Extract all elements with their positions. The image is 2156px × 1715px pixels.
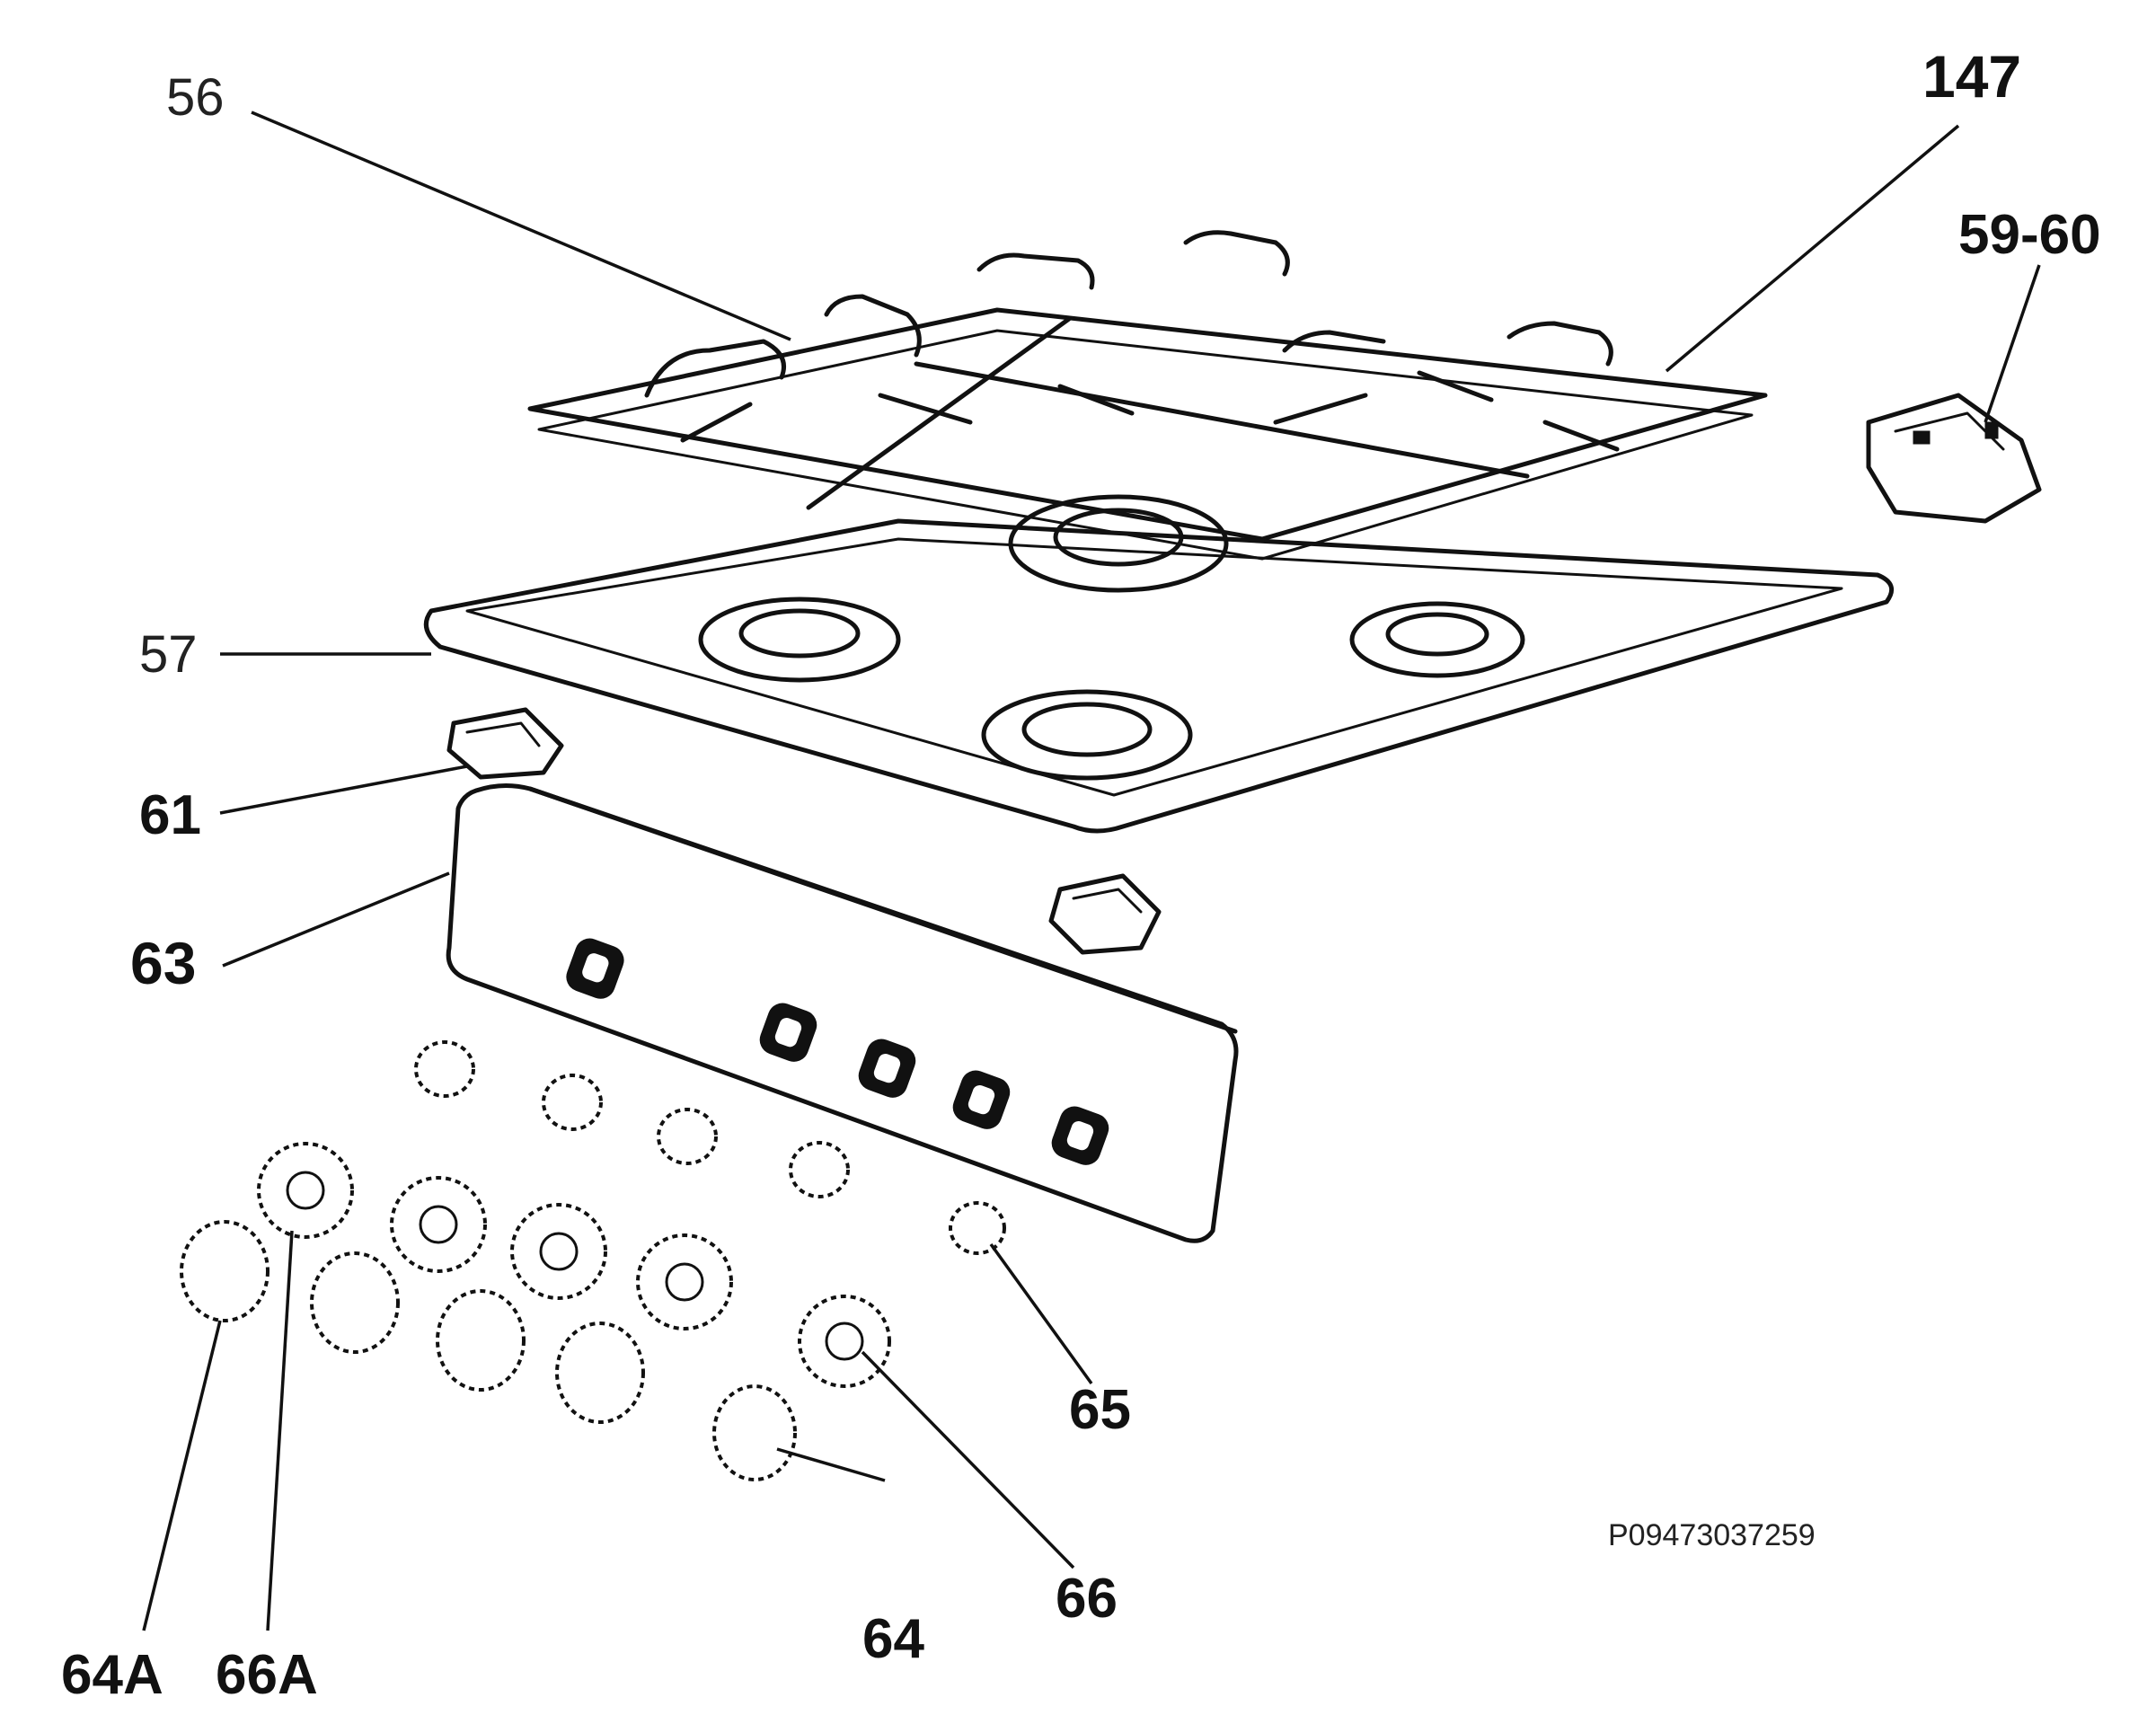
burner-rear-left	[698, 597, 901, 683]
burner-center	[1008, 494, 1229, 593]
label-57: 57	[139, 625, 198, 684]
clip-61	[446, 707, 564, 780]
label-66: 66	[1056, 1568, 1118, 1630]
panel-hole-3	[858, 1039, 916, 1098]
part-labels: 56 147 59-60 57 61 63 65 64 66 64A 66A P…	[61, 43, 2101, 1706]
springs	[414, 1040, 1006, 1255]
panel-hole-4	[952, 1070, 1011, 1129]
leader-lines	[142, 111, 2041, 1631]
mounting-bracket-59-60	[1866, 393, 2042, 524]
panel-hole-5	[1051, 1106, 1109, 1165]
label-65: 65	[1069, 1379, 1131, 1441]
label-64A: 64A	[61, 1644, 163, 1706]
reference-code: P09473037259	[1608, 1518, 1816, 1552]
control-panel-63	[446, 783, 1239, 1243]
clip-right	[1048, 873, 1162, 955]
burner-right	[1349, 601, 1525, 678]
label-63: 63	[130, 930, 196, 996]
panel-hole-1	[566, 938, 624, 999]
panel-hole-2	[759, 1003, 817, 1062]
pan-support-grid	[527, 230, 1768, 561]
label-66A: 66A	[216, 1644, 318, 1706]
hob-top-plate	[423, 494, 1895, 834]
knob-bezels	[257, 1142, 891, 1388]
control-knobs	[180, 1220, 797, 1481]
burner-front	[981, 689, 1193, 781]
label-61: 61	[139, 784, 201, 846]
label-64: 64	[862, 1608, 924, 1670]
label-56: 56	[166, 68, 225, 127]
label-147: 147	[1922, 43, 2021, 110]
label-59-60: 59-60	[1958, 204, 2101, 266]
